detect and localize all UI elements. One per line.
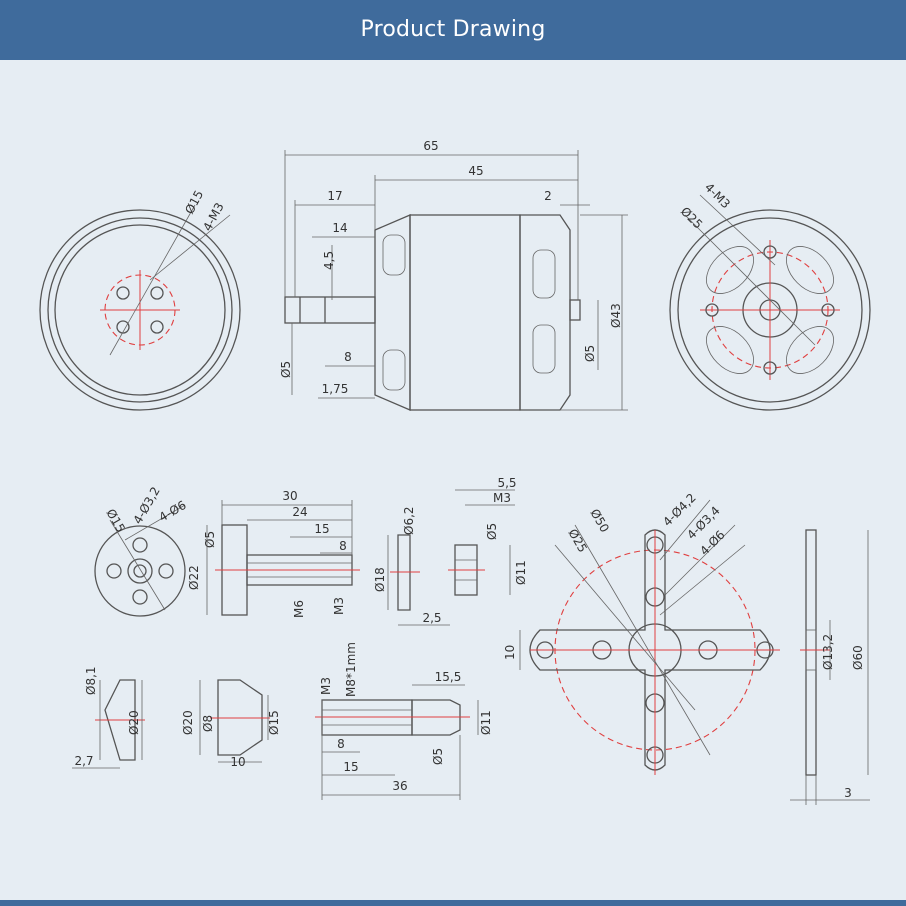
- washer-d18: Ø18: [373, 567, 387, 592]
- cross-side-view: Ø13,2 Ø60 3: [790, 529, 870, 805]
- dim-17: 17: [327, 189, 342, 203]
- footer-line: [0, 900, 906, 906]
- adapter-m8: M8*1mm: [344, 642, 358, 697]
- rear-view: 4-M3 Ø25: [669, 180, 871, 411]
- dim-d5-left: Ø5: [279, 361, 293, 378]
- nut-dim-5-5: 5,5: [497, 476, 516, 490]
- shaft-dim-24: 24: [292, 505, 307, 519]
- dim-45: 45: [468, 164, 483, 178]
- adapter-8: 8: [337, 737, 345, 751]
- cone-1-view: Ø8,1 Ø20 2,7: [72, 666, 145, 769]
- motor-side-view: 65 45 17 14 2 4,5 8 Ø5 1,75 Ø43 Ø5: [279, 139, 628, 411]
- cone1-2-7: 2,7: [74, 754, 93, 768]
- dim-4-5: 4,5: [322, 251, 336, 270]
- shaft-dim-30: 30: [282, 489, 297, 503]
- dim-2: 2: [544, 189, 552, 203]
- adapter-m3: M3: [319, 677, 333, 695]
- dim-d43: Ø43: [609, 303, 623, 328]
- nut-view: 5,5 M3 Ø5 Ø11: [448, 476, 528, 596]
- side-dim-3: 3: [844, 786, 852, 800]
- shaft-dim-m3: M3: [332, 597, 346, 615]
- hub-front-view: Ø15 4-Ø3,2 4-Ø6: [94, 484, 189, 617]
- washer-view: Ø6,2 Ø18 2,5: [373, 506, 450, 626]
- dim-14: 14: [332, 221, 347, 235]
- cone2-d8: Ø8: [201, 715, 215, 732]
- shaft-dim-d22: Ø22: [187, 565, 201, 590]
- dim-1-75: 1,75: [322, 382, 349, 396]
- side-d13-2: Ø13,2: [821, 634, 835, 670]
- hub-d15-label: Ø15: [103, 507, 127, 535]
- shaft-dim-8: 8: [339, 539, 347, 553]
- adapter-d11: Ø11: [479, 710, 493, 735]
- cone-2-view: Ø20 Ø8 Ø15 10: [181, 679, 281, 769]
- page-title: Product Drawing: [360, 17, 546, 42]
- nut-dim-d5: Ø5: [485, 523, 499, 540]
- cross-dim-10: 10: [503, 645, 517, 660]
- cross-d50-label: Ø50: [587, 507, 611, 535]
- cone2-d15: Ø15: [267, 710, 281, 735]
- cone2-10: 10: [230, 755, 245, 769]
- washer-d62: Ø6,2: [402, 506, 416, 535]
- side-d60: Ø60: [851, 645, 865, 670]
- dim-d5-right: Ø5: [583, 345, 597, 362]
- adapter-15-5: 15,5: [435, 670, 462, 684]
- shaft-adapter-view: 30 24 15 8 Ø5 Ø22 M6 M3: [187, 489, 360, 618]
- nut-dim-m3: M3: [493, 491, 511, 505]
- front-d15-label: Ø15: [182, 188, 206, 216]
- shaft-dim-d5: Ø5: [203, 531, 217, 548]
- adapter-15: 15: [343, 760, 358, 774]
- cross-d25-label: Ø25: [565, 527, 589, 555]
- rear-d25-label: Ø25: [678, 204, 705, 231]
- hub-4d6-label: 4-Ø6: [157, 498, 189, 525]
- adapter-36: 36: [392, 779, 407, 793]
- front-4m3-label: 4-M3: [200, 200, 226, 233]
- cone2-d20: Ø20: [181, 710, 195, 735]
- dim-8: 8: [344, 350, 352, 364]
- cross-mount-view: Ø50 Ø25 4-Ø4,2 4-Ø3,4 4-Ø6 10: [503, 491, 780, 775]
- nut-dim-d11: Ø11: [514, 560, 528, 585]
- front-view: Ø15 4-M3: [39, 188, 241, 411]
- rear-4m3-label: 4-M3: [702, 180, 733, 211]
- adapter-view: M3 M8*1mm 15,5 Ø11 8 Ø5 15 36: [315, 642, 493, 800]
- shaft-dim-m6: M6: [292, 600, 306, 618]
- dim-65: 65: [423, 139, 438, 153]
- header-bar: Product Drawing: [0, 0, 906, 60]
- cone1-d8-1: Ø8,1: [84, 666, 98, 695]
- hub-4d32-label: 4-Ø3,2: [130, 484, 162, 526]
- shaft-dim-15: 15: [314, 522, 329, 536]
- washer-2-5: 2,5: [422, 611, 441, 625]
- adapter-d5: Ø5: [431, 748, 445, 765]
- cone1-d20: Ø20: [127, 710, 141, 735]
